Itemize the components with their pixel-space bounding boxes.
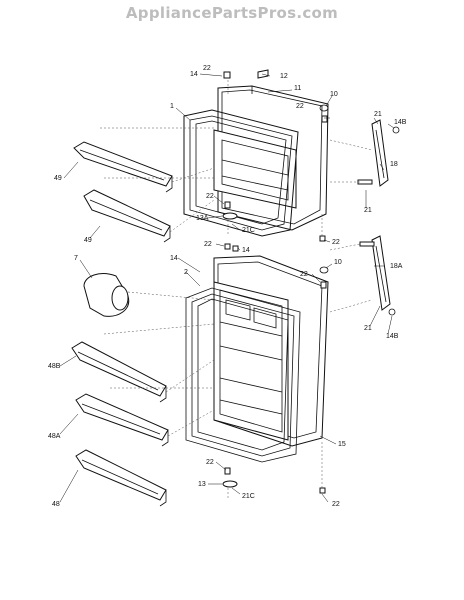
callout-14: 14	[170, 255, 178, 262]
freezer-door-liner	[213, 129, 297, 209]
door-stop	[319, 266, 329, 274]
fresh-food-door-gasket	[185, 287, 301, 463]
callout-14: 14	[242, 247, 250, 254]
watermark: AppliancePartsPros.com	[125, 4, 339, 22]
callout-22: 22	[332, 501, 340, 508]
callout-48A: 48A	[48, 433, 61, 440]
freezer-handle-assembly	[357, 119, 400, 187]
callout-13A: 13A	[196, 215, 209, 222]
cam	[222, 212, 238, 220]
freezer-door-shelf	[83, 189, 171, 243]
hinge-bushing	[319, 487, 326, 494]
callout-12: 12	[280, 73, 288, 80]
callout-18A: 18A	[390, 263, 403, 270]
callout-49: 49	[84, 237, 92, 244]
hinge-bushing	[321, 115, 328, 123]
callout-22: 22	[296, 103, 304, 110]
callout-7: 7	[74, 255, 78, 262]
hinge-bushing	[224, 201, 231, 209]
callout-21: 21	[364, 325, 372, 332]
fresh-food-door-shelf	[71, 341, 167, 403]
callout-10: 10	[334, 259, 342, 266]
callout-22: 22	[204, 241, 212, 248]
cam	[222, 480, 238, 488]
hinge-bushing	[224, 467, 231, 475]
fresh-food-door-liner	[213, 281, 289, 441]
butter-compartment	[83, 273, 130, 317]
callout-14B: 14B	[394, 119, 407, 126]
fresh-food-handle-assembly	[359, 235, 396, 316]
hinge-bushing	[320, 281, 327, 289]
callout-21: 21	[364, 207, 372, 214]
callout-11: 11	[294, 85, 301, 92]
callout-2: 2	[184, 269, 188, 276]
callout-13: 13	[198, 481, 206, 488]
callout-22: 22	[206, 193, 214, 200]
freezer-door-gasket	[183, 109, 299, 237]
callout-1: 1	[170, 103, 174, 110]
callout-21C: 21C	[242, 493, 255, 500]
callout-14B: 14B	[386, 333, 399, 340]
callout-15: 15	[338, 441, 346, 448]
door-stop	[319, 104, 329, 112]
freezer-door-shelf	[73, 141, 173, 193]
hinge-bushing	[319, 235, 326, 242]
callout-21: 21	[374, 111, 382, 118]
callout-22: 22	[206, 459, 214, 466]
callout-10: 10	[330, 91, 338, 98]
callout-18: 18	[390, 161, 398, 168]
fresh-food-door-shelf	[75, 449, 167, 507]
callout-48: 48	[52, 501, 60, 508]
fresh-food-door-shelf	[75, 393, 169, 447]
callout-14: 14	[190, 71, 198, 78]
callout-49: 49	[54, 175, 62, 182]
hinge-bushing	[224, 243, 231, 250]
hinge-pin-cap	[223, 71, 231, 79]
callout-22: 22	[332, 239, 340, 246]
callout-22: 22	[203, 65, 211, 72]
hinge-pin	[232, 245, 239, 252]
callout-48B: 48B	[48, 363, 61, 370]
callout-21C: 21C	[242, 227, 255, 234]
callout-22: 22	[300, 271, 308, 278]
